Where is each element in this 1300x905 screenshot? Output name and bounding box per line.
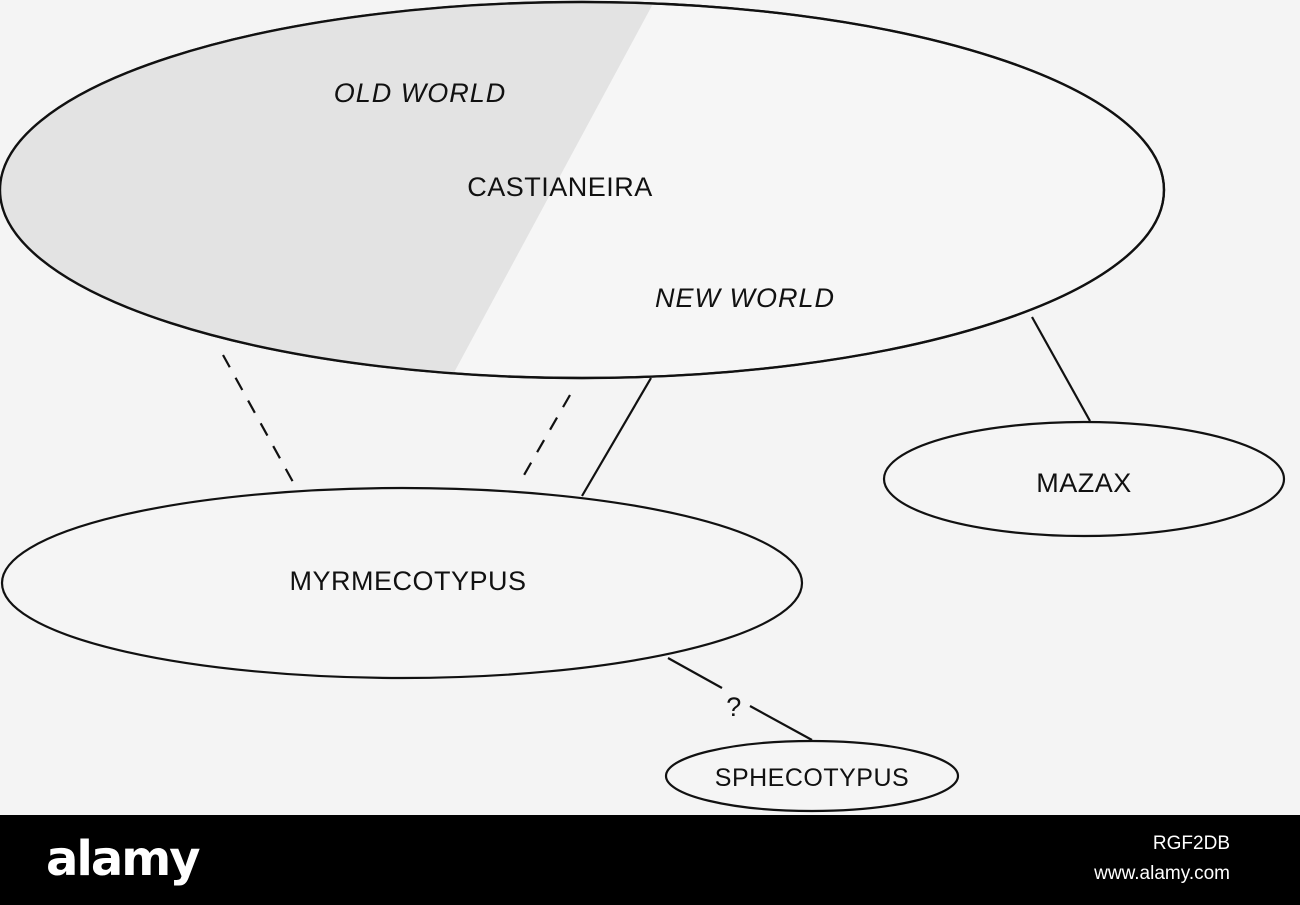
solid-link-castianeira-mazax: [1031, 316, 1091, 422]
sphecotypus-node: [664, 739, 960, 813]
phylogeny-diagram: OLD WORLD CASTIANEIRA NEW WORLD MAZAX MY…: [0, 0, 1286, 813]
new-world-label: NEW WORLD: [655, 283, 835, 313]
website-link[interactable]: www.alamy.com: [1094, 863, 1230, 884]
castianeira-node: [0, 0, 1166, 380]
mazax-label: MAZAX: [1036, 468, 1132, 498]
sphecotypus-label: SPHECOTYPUS: [715, 764, 909, 792]
dashed-link-left: [222, 354, 294, 483]
dashed-link-right: [519, 394, 571, 483]
mazax-node: [882, 420, 1286, 538]
brand-logo: alamy: [46, 831, 201, 887]
solid-link-castianeira-myrmecotypus: [581, 377, 652, 497]
link-myrmecotypus-sphecotypus-a: [667, 657, 723, 689]
watermark-footer: alamy RGF2DB www.alamy.com: [0, 815, 1300, 905]
myrmecotypus-node: [0, 486, 804, 680]
myrmecotypus-label: MYRMECOTYPUS: [289, 566, 526, 596]
link-myrmecotypus-sphecotypus-b: [749, 705, 813, 741]
castianeira-label: CASTIANEIRA: [467, 172, 653, 202]
image-code: RGF2DB: [1152, 833, 1230, 854]
old-world-shaded-region: [0, 2, 655, 378]
old-world-label: OLD WORLD: [334, 78, 507, 108]
uncertain-link-label: ?: [726, 692, 742, 722]
